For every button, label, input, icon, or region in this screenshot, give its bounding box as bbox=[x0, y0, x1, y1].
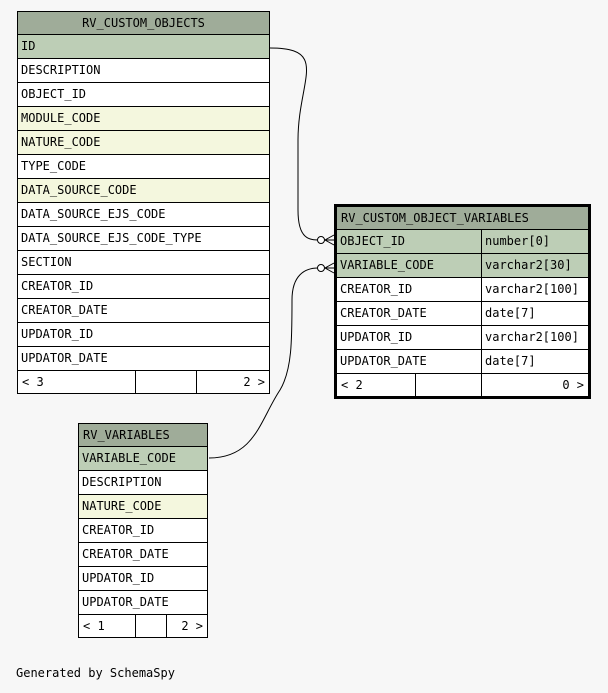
column-row[interactable]: CREATOR_DATE date[7] bbox=[337, 302, 588, 326]
column-row[interactable]: OBJECT_ID number[0] bbox=[337, 230, 588, 254]
children-count[interactable]: 2 > bbox=[196, 371, 269, 393]
column-name: MODULE_CODE bbox=[21, 111, 101, 125]
column-row[interactable]: OBJECT_ID bbox=[18, 83, 269, 107]
relationship-crowfoot-icon bbox=[323, 234, 335, 246]
column-name: VARIABLE_CODE bbox=[82, 451, 176, 465]
column-row[interactable]: VARIABLE_CODE bbox=[79, 447, 207, 471]
column-name: SECTION bbox=[21, 255, 72, 269]
column-name: CREATOR_ID bbox=[21, 279, 94, 293]
column-row[interactable]: UPDATOR_DATE bbox=[18, 347, 269, 371]
column-name: VARIABLE_CODE bbox=[340, 258, 434, 272]
relationship-optional-marker-icon bbox=[317, 236, 325, 244]
column-name: UPDATOR_ID bbox=[21, 327, 94, 341]
column-type: varchar2[100] bbox=[481, 278, 588, 301]
column-row[interactable]: UPDATOR_DATE bbox=[79, 591, 207, 615]
column-name: CREATOR_DATE bbox=[82, 547, 169, 561]
relationship-optional-marker-icon bbox=[317, 264, 325, 272]
column-row[interactable]: CREATOR_DATE bbox=[18, 299, 269, 323]
column-name: UPDATOR_ID bbox=[82, 571, 155, 585]
column-name: DATA_SOURCE_EJS_CODE bbox=[21, 207, 166, 221]
table-title[interactable]: RV_VARIABLES bbox=[79, 424, 207, 447]
column-row[interactable]: UPDATOR_ID varchar2[100] bbox=[337, 326, 588, 350]
column-name: UPDATOR_DATE bbox=[340, 354, 427, 368]
column-row[interactable]: CREATOR_DATE bbox=[79, 543, 207, 567]
table-footer: < 2 0 > bbox=[337, 374, 588, 396]
column-name: UPDATOR_DATE bbox=[21, 351, 108, 365]
column-row[interactable]: SECTION bbox=[18, 251, 269, 275]
column-row[interactable]: ID bbox=[18, 35, 269, 59]
column-name: NATURE_CODE bbox=[82, 499, 162, 513]
parents-count[interactable]: < 1 bbox=[83, 619, 105, 633]
column-name: OBJECT_ID bbox=[340, 234, 406, 248]
column-row[interactable]: DATA_SOURCE_EJS_CODE bbox=[18, 203, 269, 227]
column-name: NATURE_CODE bbox=[21, 135, 101, 149]
relationship-objects-id-to-object-id bbox=[269, 47, 321, 241]
table-footer: < 1 2 > bbox=[79, 615, 207, 637]
table-rv-variables[interactable]: RV_VARIABLES VARIABLE_CODE DESCRIPTION NAT… bbox=[78, 423, 208, 638]
column-name: TYPE_CODE bbox=[21, 159, 87, 173]
column-row[interactable]: DATA_SOURCE_EJS_CODE_TYPE bbox=[18, 227, 269, 251]
column-row[interactable]: TYPE_CODE bbox=[18, 155, 269, 179]
column-name: DATA_SOURCE_CODE bbox=[21, 183, 137, 197]
column-name: DESCRIPTION bbox=[21, 63, 101, 77]
column-type: varchar2[100] bbox=[481, 326, 588, 349]
column-row[interactable]: CREATOR_ID bbox=[18, 275, 269, 299]
column-row[interactable]: NATURE_CODE bbox=[18, 131, 269, 155]
column-row[interactable]: UPDATOR_DATE date[7] bbox=[337, 350, 588, 374]
column-name: UPDATOR_ID bbox=[340, 330, 413, 344]
column-name: CREATOR_ID bbox=[82, 523, 155, 537]
relationship-variables-code-to-variable-code bbox=[208, 267, 319, 459]
column-row[interactable]: DATA_SOURCE_CODE bbox=[18, 179, 269, 203]
column-type: varchar2[30] bbox=[481, 254, 588, 277]
generated-by-footer: Generated by SchemaSpy bbox=[16, 666, 175, 680]
table-rv-custom-objects[interactable]: RV_CUSTOM_OBJECTS ID DESCRIPTION OBJECT_ID… bbox=[17, 11, 270, 394]
column-row[interactable]: MODULE_CODE bbox=[18, 107, 269, 131]
column-type: date[7] bbox=[481, 302, 588, 325]
column-row[interactable]: NATURE_CODE bbox=[79, 495, 207, 519]
column-name: OBJECT_ID bbox=[21, 87, 87, 101]
column-name: CREATOR_ID bbox=[340, 282, 413, 296]
table-title[interactable]: RV_CUSTOM_OBJECTS bbox=[18, 12, 269, 35]
column-row[interactable]: VARIABLE_CODE varchar2[30] bbox=[337, 254, 588, 278]
column-name: DESCRIPTION bbox=[82, 475, 162, 489]
table-rv-custom-object-variables[interactable]: RV_CUSTOM_OBJECT_VARIABLES OBJECT_ID numb… bbox=[334, 204, 591, 399]
column-name: CREATOR_DATE bbox=[21, 303, 108, 317]
column-name: ID bbox=[21, 39, 36, 53]
footer-spacer bbox=[415, 374, 481, 396]
parents-count[interactable]: < 2 bbox=[341, 378, 363, 392]
column-name: CREATOR_DATE bbox=[340, 306, 427, 320]
table-footer: < 3 2 > bbox=[18, 371, 269, 393]
column-row[interactable]: DESCRIPTION bbox=[79, 471, 207, 495]
footer-spacer bbox=[135, 615, 166, 637]
column-name: DATA_SOURCE_EJS_CODE_TYPE bbox=[21, 231, 202, 245]
column-type: date[7] bbox=[481, 350, 588, 373]
relationship-crowfoot-icon bbox=[323, 262, 335, 274]
column-row[interactable]: DESCRIPTION bbox=[18, 59, 269, 83]
column-name: UPDATOR_DATE bbox=[82, 595, 169, 609]
footer-spacer bbox=[135, 371, 196, 393]
children-count[interactable]: 0 > bbox=[481, 374, 588, 396]
children-count[interactable]: 2 > bbox=[166, 615, 207, 637]
column-row[interactable]: UPDATOR_ID bbox=[18, 323, 269, 347]
column-type: number[0] bbox=[481, 230, 588, 253]
table-title[interactable]: RV_CUSTOM_OBJECT_VARIABLES bbox=[337, 207, 588, 230]
column-row[interactable]: UPDATOR_ID bbox=[79, 567, 207, 591]
parents-count[interactable]: < 3 bbox=[22, 375, 44, 389]
column-row[interactable]: CREATOR_ID varchar2[100] bbox=[337, 278, 588, 302]
column-row[interactable]: CREATOR_ID bbox=[79, 519, 207, 543]
